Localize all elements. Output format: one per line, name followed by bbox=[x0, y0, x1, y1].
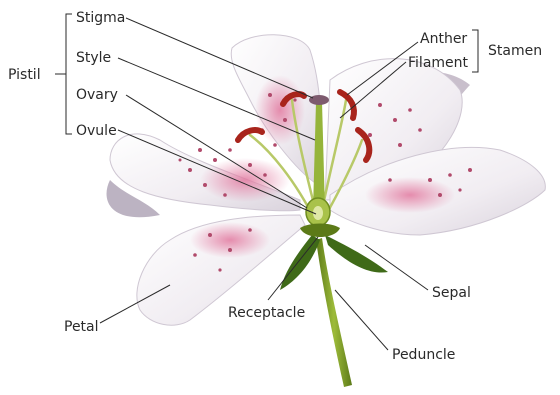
label-ovary: Ovary bbox=[76, 87, 118, 103]
sepal-right bbox=[325, 235, 388, 273]
label-stamen: Stamen bbox=[488, 43, 542, 59]
label-style: Style bbox=[76, 50, 111, 66]
label-filament: Filament bbox=[408, 55, 469, 71]
peduncle-stem bbox=[316, 238, 352, 387]
sepal-left bbox=[280, 235, 320, 290]
label-stigma: Stigma bbox=[76, 10, 125, 26]
label-receptacle: Receptacle bbox=[228, 305, 305, 321]
pink-blush-left bbox=[200, 158, 290, 202]
pink-blush-lower bbox=[190, 222, 270, 258]
label-petal: Petal bbox=[64, 319, 99, 335]
label-sepal: Sepal bbox=[432, 285, 471, 301]
label-peduncle: Peduncle bbox=[392, 347, 455, 363]
receptacle bbox=[300, 224, 340, 238]
label-pistil: Pistil bbox=[8, 67, 41, 83]
label-anther: Anther bbox=[420, 31, 467, 47]
stigma bbox=[309, 95, 329, 105]
label-ovule: Ovule bbox=[76, 123, 117, 139]
